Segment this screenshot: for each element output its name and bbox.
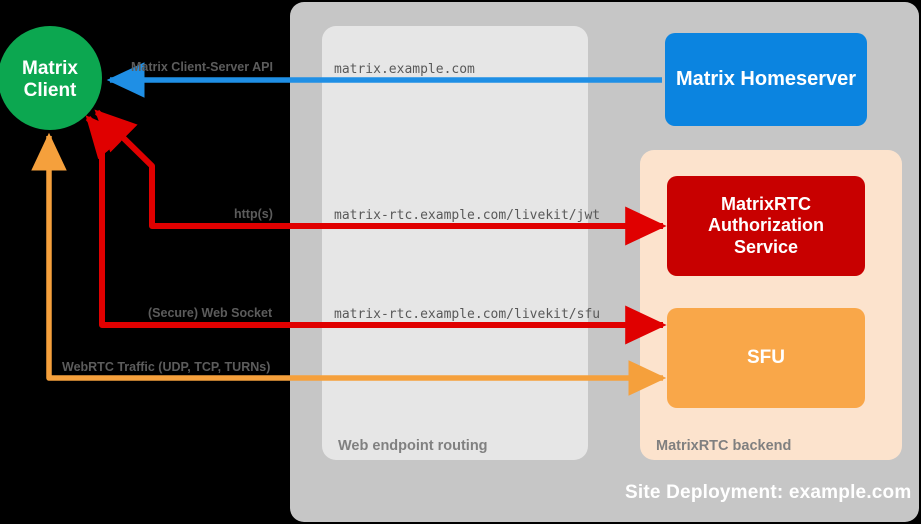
edge-label-webrtc-traffic: WebRTC Traffic (UDP, TCP, TURNs) [62,360,271,374]
node-sfu[interactable] [667,308,865,408]
edge-label-jwt-http: http(s) [234,207,273,221]
edge-webrtc-traffic [31,132,667,396]
edge-label-matrix-client-server-api: Matrix Client-Server API [131,60,273,74]
web-endpoint-routing-container [322,26,588,460]
node-matrix-homeserver[interactable] [665,33,867,126]
endpoint-label-matrix-example-com: matrix.example.com [334,62,475,77]
endpoint-label-livekit-jwt: matrix-rtc.example.com/livekit/jwt [334,208,601,223]
edge-label-sfu-websocket: (Secure) Web Socket [148,306,273,320]
endpoint-label-livekit-sfu: matrix-rtc.example.com/livekit/sfu [334,307,601,322]
web-endpoint-routing-caption: Web endpoint routing [338,438,488,454]
matrixrtc-backend-caption: MatrixRTC backend [656,438,792,454]
node-matrix-client[interactable] [0,26,102,130]
site-deployment-caption: Site Deployment: example.com [625,482,912,503]
node-matrixrtc-authorization-service[interactable] [667,176,865,276]
